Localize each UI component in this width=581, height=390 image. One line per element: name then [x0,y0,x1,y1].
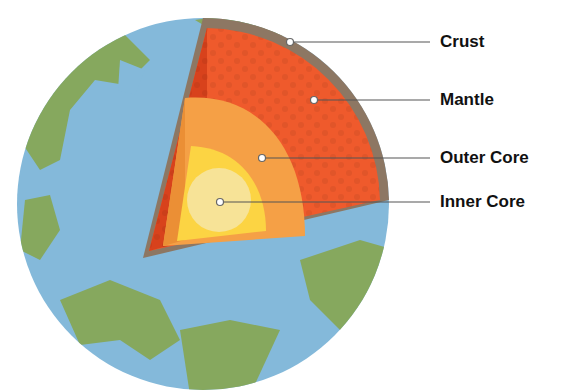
part-label: Crust [440,32,484,52]
mantle-layer [149,28,380,251]
inner-core [187,168,251,232]
crust-layer [143,18,389,258]
outer-core [163,98,305,246]
inner-core-layer [177,146,266,241]
part-label: Outer Core [440,148,529,168]
continents [10,10,395,390]
leader-dots [217,39,318,206]
leader-lines [220,42,430,202]
part-label: Mantle [440,90,494,110]
part-label: Inner Core [440,192,525,212]
